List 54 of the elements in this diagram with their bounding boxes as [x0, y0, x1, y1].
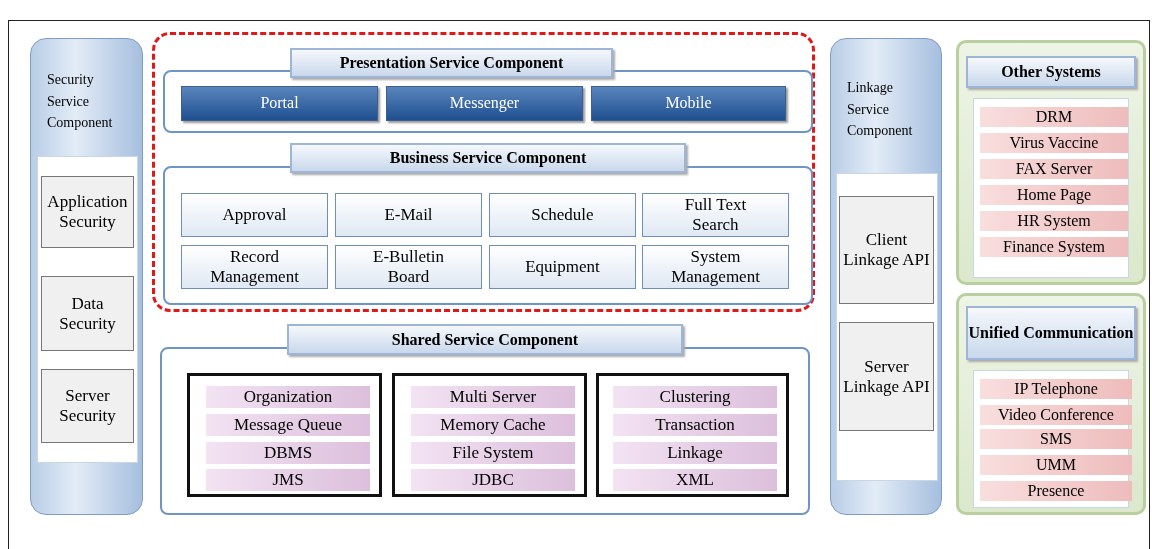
panel-title: Security Service Component	[47, 71, 114, 133]
group-frame	[596, 373, 789, 497]
service-box: System Management	[642, 245, 789, 289]
service-box: Approval	[181, 193, 328, 237]
service-bar: Transaction	[613, 414, 777, 436]
system-bar: HR System	[980, 211, 1128, 231]
system-bar: IP Telephone	[980, 379, 1132, 399]
panel-heading: Business Service Component	[290, 143, 686, 173]
service-box: E-Bulletin Board	[335, 245, 482, 289]
service-button-bar: Messenger	[386, 86, 583, 121]
service-box: Equipment	[489, 245, 636, 289]
system-bar: DRM	[980, 107, 1128, 127]
service-box: Client Linkage API	[839, 196, 934, 304]
service-box: Data Security	[41, 276, 134, 351]
system-bar: FAX Server	[980, 159, 1128, 179]
system-bar: Finance System	[980, 237, 1128, 257]
service-bar: Multi Server	[411, 386, 575, 408]
service-box: Server Security	[41, 369, 134, 443]
service-bar: XML	[613, 469, 777, 491]
service-box: Schedule	[489, 193, 636, 237]
system-bar: Presence	[980, 481, 1132, 501]
system-panel	[956, 293, 1146, 515]
component-band	[30, 38, 143, 515]
system-bar: Virus Vaccine	[980, 133, 1128, 153]
dashed-region	[152, 32, 815, 312]
service-bar: Organization	[206, 386, 370, 408]
panel-heading: Other Systems	[966, 56, 1136, 88]
group-frame	[392, 373, 587, 497]
system-bar: Home Page	[980, 185, 1128, 205]
system-bar: UMM	[980, 455, 1132, 475]
system-bar: SMS	[980, 429, 1132, 449]
service-bar: Memory Cache	[411, 414, 575, 436]
panel-heading: Unified Communication	[966, 306, 1136, 360]
panel-title: Linkage Service Component	[847, 79, 914, 141]
panel-heading: Presentation Service Component	[290, 48, 613, 78]
service-button-bar: Portal	[181, 86, 378, 121]
service-box: Server Linkage API	[839, 322, 934, 431]
service-bar: Linkage	[613, 442, 777, 464]
service-bar: Clustering	[613, 386, 777, 408]
service-bar: JMS	[206, 469, 370, 491]
group-frame	[187, 373, 382, 497]
service-box: E-Mail	[335, 193, 482, 237]
system-bar: Video Conference	[980, 405, 1132, 425]
panel-heading: Shared Service Component	[287, 324, 683, 355]
service-bar: JDBC	[411, 469, 575, 491]
service-box: Application Security	[41, 176, 134, 248]
service-box: Record Management	[181, 245, 328, 289]
service-bar: DBMS	[206, 442, 370, 464]
system-panel	[956, 40, 1146, 285]
service-bar: File System	[411, 442, 575, 464]
service-bar: Message Queue	[206, 414, 370, 436]
service-box: Full Text Search	[642, 193, 789, 237]
component-band	[830, 38, 942, 515]
service-button-bar: Mobile	[591, 86, 786, 121]
